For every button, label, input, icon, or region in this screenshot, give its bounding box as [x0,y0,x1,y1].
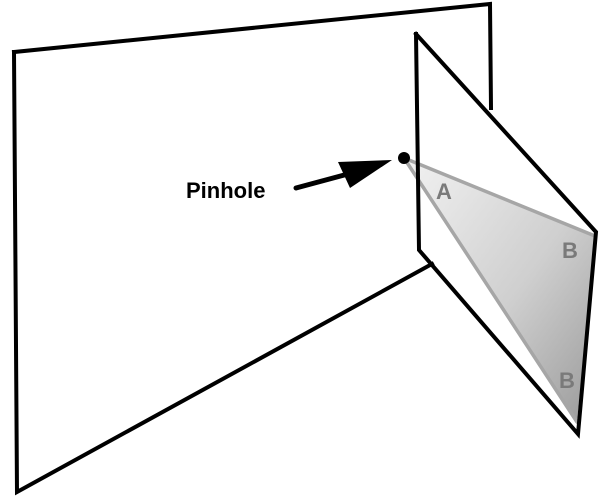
pinhole-dot [398,152,410,164]
region-label-a: A [436,179,452,204]
pinhole-label: Pinhole [186,178,265,203]
pinhole-arrow [293,160,392,191]
cone-edge-lower [402,156,579,424]
region-label-b-top: B [562,238,578,263]
screen-panel [413,31,599,439]
region-label-b-bottom: B [559,368,575,393]
light-cone [404,158,595,422]
pinhole-wall [11,1,494,496]
cone-edge-upper [402,156,597,238]
